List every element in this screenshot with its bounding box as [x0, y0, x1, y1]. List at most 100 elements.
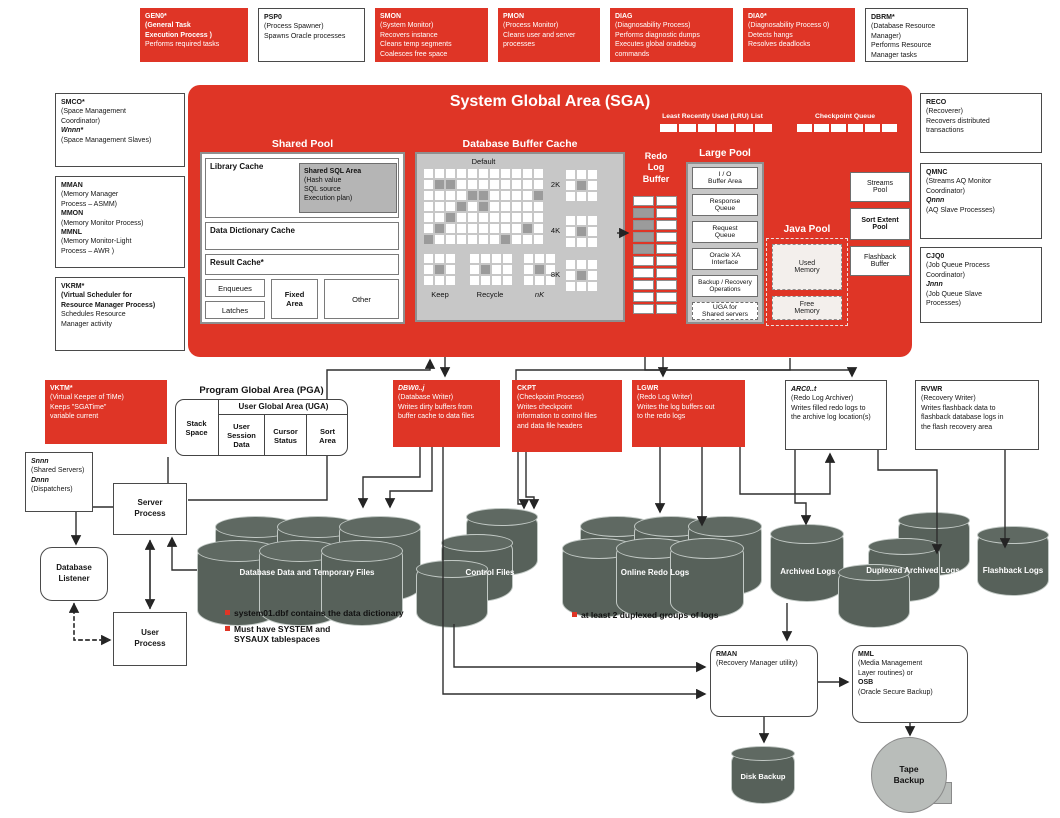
- text-line: Queue: [714, 232, 736, 239]
- text-line: Backup: [893, 775, 925, 785]
- grid-cell: [490, 169, 499, 178]
- grid-cell: [577, 282, 586, 291]
- grid-cell: [501, 202, 510, 211]
- text-line: Sort: [320, 426, 335, 436]
- text-line: ARC0..t: [791, 386, 817, 393]
- text-line: Cleans user and server: [503, 31, 576, 39]
- text-line: UGA for: [712, 304, 738, 311]
- grid-cell: [656, 244, 677, 254]
- text-line: Buffer: [642, 173, 670, 184]
- grid-cell: [534, 235, 543, 244]
- grid-cell: [490, 202, 499, 211]
- archived-logs-label: Archived Logs: [780, 567, 836, 576]
- buffer-cache-title: Database Buffer Cache: [462, 138, 578, 150]
- grid-cell: [566, 181, 575, 190]
- grid-cell: [633, 244, 654, 254]
- grid-cell: [633, 208, 654, 218]
- text-line: Session: [227, 431, 256, 440]
- control-files-label: Control Files: [465, 568, 515, 577]
- text-line: Must have SYSTEM and: [234, 624, 331, 634]
- grid-cell: [457, 224, 466, 233]
- grid-cell: [882, 124, 897, 132]
- grid-cell: [656, 280, 677, 290]
- result-cache-section: Result Cache*: [205, 254, 399, 275]
- grid-cell: [424, 265, 433, 274]
- grid-cell: [468, 224, 477, 233]
- text-line: VKTM*: [50, 385, 73, 392]
- grid-cell: [534, 224, 543, 233]
- text-line: buffer cache to data files: [398, 413, 475, 421]
- grid-cell: [534, 180, 543, 189]
- text-line: Streams: [866, 180, 894, 187]
- text-line: (Hash value: [304, 177, 342, 185]
- text-line: Writes filled redo logs to: [791, 404, 866, 412]
- grid-cell: [424, 254, 433, 263]
- grid-cell: [470, 276, 479, 285]
- grid-cell: [633, 268, 654, 278]
- grid-cell: [717, 124, 734, 132]
- grid-cell: [534, 213, 543, 222]
- text-line: Flashback: [864, 254, 896, 261]
- text-line: Performs required tasks: [145, 41, 220, 49]
- redo-log-buffer-cells: [633, 196, 677, 314]
- grid-cell: [588, 238, 597, 247]
- grid-cell: [656, 268, 677, 278]
- text-line: Shared servers: [701, 311, 749, 318]
- grid-cell: [588, 282, 597, 291]
- text-line: Manager activity: [61, 320, 112, 328]
- text-line: Backup / Recovery: [698, 279, 752, 286]
- grid-cell: [523, 191, 532, 200]
- duplexed-logs-label: Duplexed Archived Logs: [866, 566, 960, 575]
- grid-cell: [633, 232, 654, 242]
- text-line: RVWR: [921, 386, 943, 393]
- text-line: I / O: [718, 171, 732, 178]
- grid-cell: [848, 124, 863, 132]
- text-line: (AQ Slave Processes): [926, 206, 995, 214]
- text-line: SYSAUX tablespaces: [234, 634, 320, 644]
- grid-cell: [468, 180, 477, 189]
- text-line: VKRM*: [61, 283, 85, 290]
- text-line: Layer routines) or: [858, 669, 913, 677]
- latches-box: Latches: [205, 301, 265, 319]
- text-line: Buffer: [870, 261, 890, 268]
- grid-cell: [566, 192, 575, 201]
- other-box: Other: [324, 279, 399, 319]
- grid-cell: [656, 220, 677, 230]
- text-line: Shared SQL Area: [304, 168, 362, 175]
- buffer-keep-label: Keep: [431, 290, 449, 299]
- grid-cell: [633, 292, 654, 302]
- text-line: Interface: [711, 259, 739, 266]
- text-line: Processes): [926, 299, 962, 307]
- note-text: system01.dbf contains the data dictionar…: [234, 608, 404, 618]
- text-line: transactions: [926, 127, 964, 135]
- datafiles-label: Database Data and Temporary Files: [239, 568, 375, 577]
- text-line: Coalesces free space: [380, 50, 448, 58]
- text-line: Request: [712, 225, 738, 232]
- flashback-logs-label: Flashback Logs: [982, 566, 1044, 575]
- grid-cell: [490, 191, 499, 200]
- text-line: User: [141, 628, 159, 638]
- text-line: Pool: [872, 187, 887, 194]
- text-line: (Space Management Slaves): [61, 136, 152, 144]
- grid-cell: [435, 169, 444, 178]
- text-line: Buffer Area: [708, 178, 742, 185]
- grid-cell: [577, 170, 586, 179]
- text-line: Pool: [872, 224, 888, 231]
- text-line: Executes global oradebug: [615, 41, 696, 49]
- text-line: (Process Monitor): [503, 22, 559, 30]
- grid-cell: [424, 202, 433, 211]
- text-line: Keeps "SGATime": [50, 403, 107, 411]
- buffer-4k-grid: [566, 216, 597, 247]
- grid-cell: [512, 235, 521, 244]
- grid-cell: [446, 191, 455, 200]
- grid-cell: [633, 304, 654, 314]
- text-line: Schedules Resource: [61, 311, 126, 319]
